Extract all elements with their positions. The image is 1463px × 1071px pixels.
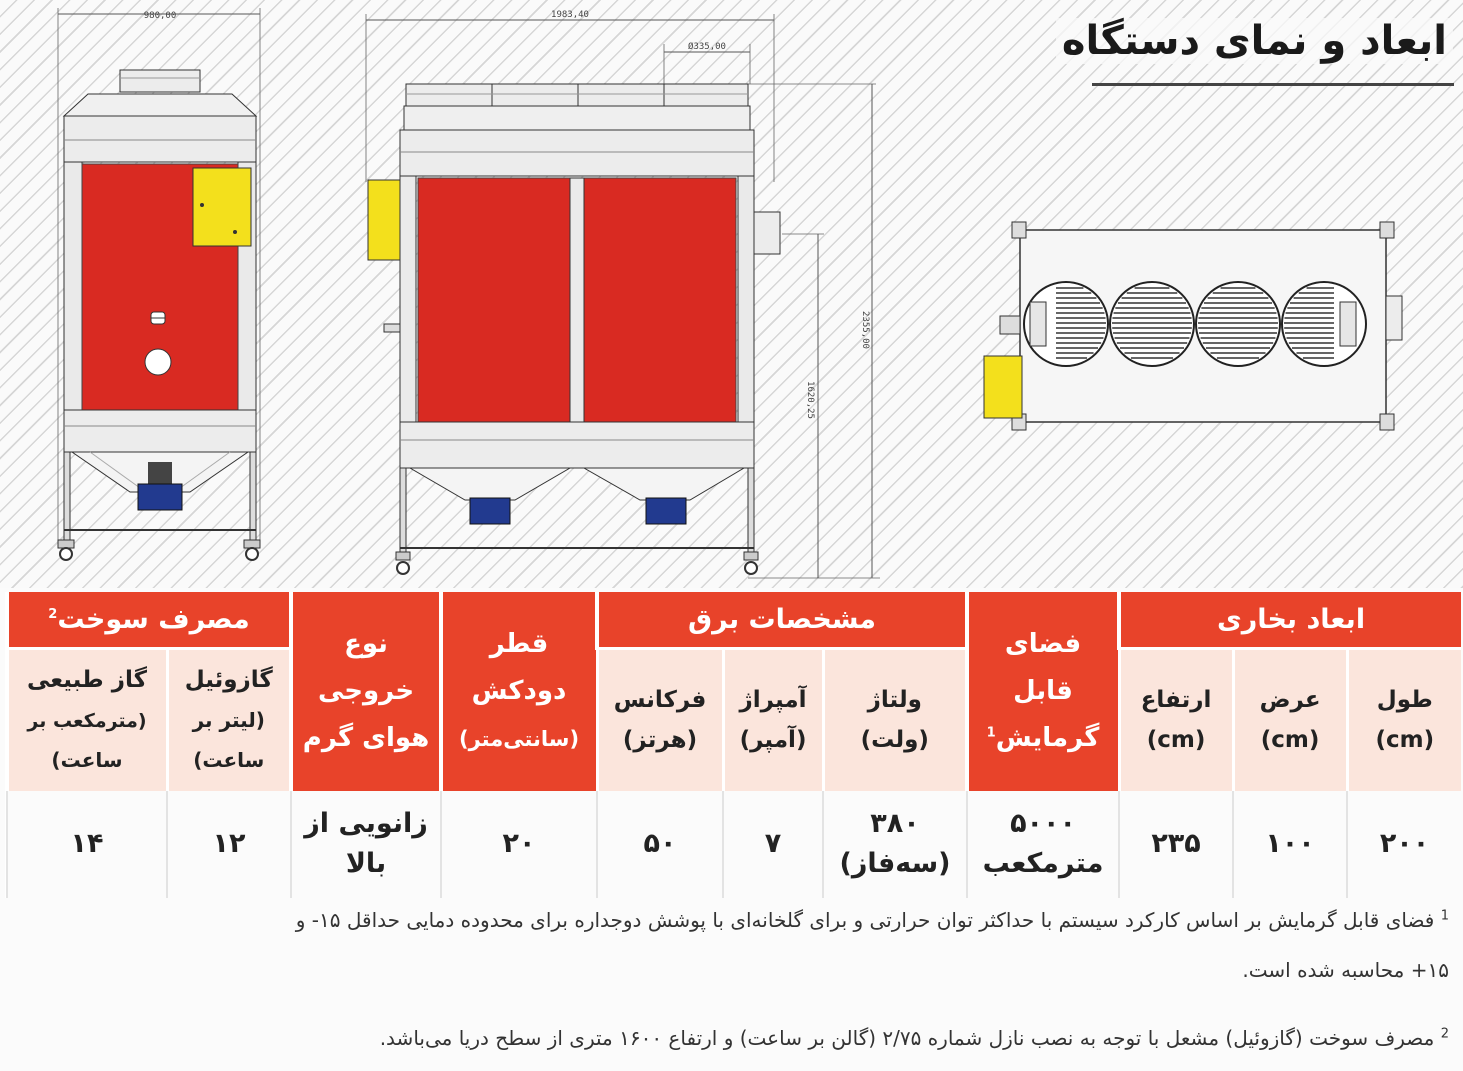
- footnote-1-mark: 1: [1440, 908, 1449, 924]
- header-voltage: ولتاژ(ولت): [821, 648, 968, 791]
- value-natural-gas: ۱۴: [5, 790, 168, 898]
- footnote-mark-1: 1: [986, 725, 996, 741]
- footnote-1-line2: ۱۵+ محاسبه شده است.: [1242, 958, 1449, 982]
- group-dimensions: ابعاد بخاری: [1117, 592, 1462, 650]
- front-control-box: [367, 179, 401, 261]
- group-fuel: مصرف سوخت2: [4, 592, 292, 650]
- value-length: ۲۰۰: [1346, 790, 1462, 898]
- value-ampere: ۷: [722, 790, 824, 898]
- spec-table: ابعاد بخاری فضای قابل گرمایش1 مشخصات برق…: [4, 592, 1462, 898]
- footnote-mark-2: 2: [48, 606, 58, 622]
- total-height-dimension: 2355,00: [860, 311, 870, 349]
- group-heating-space: فضای قابل گرمایش1: [965, 592, 1120, 791]
- value-frequency: ۵۰: [596, 790, 724, 898]
- footnote-2-text: مصرف سوخت (گازوئیل) مشعل با توجه به نصب …: [379, 1026, 1435, 1050]
- page-title: ابعاد و نمای دستگاه: [1055, 18, 1453, 64]
- group-chimney: قطر دودکش (سانتی‌متر): [439, 592, 598, 791]
- footnote-2-mark: 2: [1440, 1026, 1449, 1042]
- value-height: ۲۳۵: [1118, 790, 1234, 898]
- front-length-dimension: 1983,40: [551, 10, 589, 20]
- top-control-box: [983, 355, 1023, 419]
- side-view-drawing: 980,00: [57, 8, 261, 561]
- title-underline: [1092, 83, 1454, 86]
- group-electrical: مشخصات برق: [595, 592, 968, 650]
- outlet-height-dimension: 1620,25: [805, 381, 815, 419]
- header-width: عرض(cm): [1231, 648, 1348, 791]
- header-ampere: آمپراژ(آمپر): [721, 648, 824, 791]
- footnote-2: 2 مصرف سوخت (گازوئیل) مشعل با توجه به نص…: [9, 1026, 1449, 1050]
- side-control-box: [192, 167, 252, 247]
- front-red-panel-right: [583, 177, 737, 423]
- footnote-1: 1 فضای قابل گرمایش بر اساس کارکرد سیستم …: [9, 908, 1449, 932]
- group-outlet: نوع خروجی هوای گرم: [289, 592, 442, 791]
- top-view-drawing: [983, 221, 1403, 431]
- value-chimney: ۲۰: [440, 790, 598, 898]
- front-red-panel-left: [417, 177, 571, 423]
- chimney-dimension: Ø335,00: [688, 41, 726, 52]
- header-length: طول(cm): [1345, 648, 1462, 791]
- front-view-drawing: 1983,40 Ø335,00 2355,00 1620,25: [365, 10, 880, 579]
- technical-drawings: 980,00: [57, 8, 1403, 579]
- value-gasoil: ۱۲: [166, 790, 292, 898]
- footnote-1-continued: ۱۵+ محاسبه شده است.: [9, 958, 1449, 982]
- value-width: ۱۰۰: [1232, 790, 1348, 898]
- header-height: ارتفاع(cm): [1117, 648, 1234, 791]
- chimney-unit: (سانتی‌متر): [458, 726, 580, 751]
- value-voltage: ۳۸۰(سه‌فاز): [822, 790, 968, 898]
- side-width-dimension: 980,00: [144, 11, 177, 21]
- footnote-1-line1: فضای قابل گرمایش بر اساس کارکرد سیستم با…: [295, 908, 1435, 932]
- header-frequency: فرکانس(هرتز): [595, 648, 724, 791]
